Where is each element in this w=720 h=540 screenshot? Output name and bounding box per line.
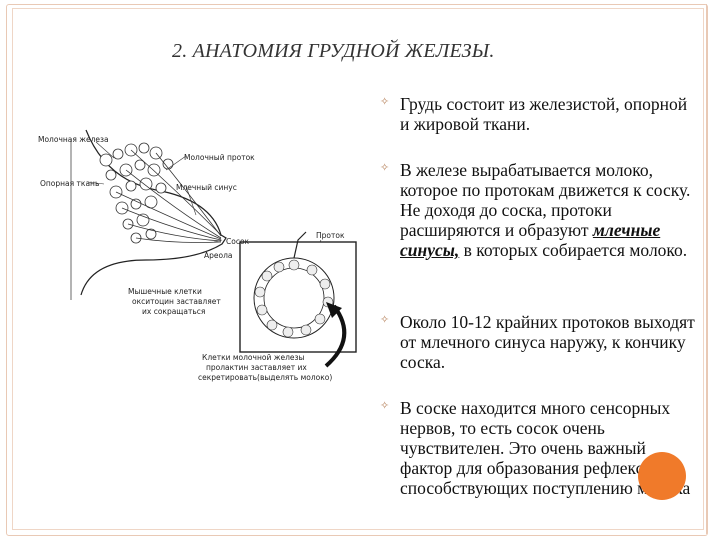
bullet-text: В железе вырабатывается молоко, которое …	[400, 160, 691, 240]
bullet-text: Около 10-12 крайних протоков выходят от …	[400, 312, 695, 372]
alveolus-cluster	[253, 231, 335, 339]
bullet-text-tail: в которых собирается молоко.	[459, 240, 688, 260]
label-support: Опорная ткань	[40, 179, 99, 188]
four-point-star-icon: ✧	[380, 96, 390, 108]
bullet-text: Грудь состоит из железистой, опорной и ж…	[400, 94, 688, 134]
four-point-star-icon: ✧	[380, 400, 390, 412]
breast-anatomy-diagram: Молочная железа Молочный проток Опорная …	[36, 120, 366, 400]
slide-frame-outer	[6, 4, 708, 536]
label-sinus: Млечный синус	[176, 183, 237, 192]
label-muscle-2: окситоцин заставляет	[132, 297, 221, 306]
arrow-head-icon	[326, 302, 342, 318]
label-duct2: Проток	[316, 231, 345, 240]
slide-title: 2. АНАТОМИЯ ГРУДНОЙ ЖЕЛЕЗЫ.	[172, 40, 495, 62]
gland-lobules	[99, 142, 174, 244]
bullet-item: ✧ В железе вырабатывается молоко, которо…	[380, 160, 700, 260]
label-muscle-3: их сокращаться	[142, 307, 205, 316]
four-point-star-icon: ✧	[380, 314, 390, 326]
label-gland: Молочная железа	[38, 135, 109, 144]
label-cells-3: секретировать(выделять молоко)	[198, 373, 332, 382]
bullet-item: ✧ Около 10-12 крайних протоков выходят о…	[380, 312, 700, 372]
four-point-star-icon: ✧	[380, 162, 390, 174]
orange-accent-circle	[638, 452, 686, 500]
bullet-text: В соске находится много сенсорных нервов…	[400, 398, 691, 498]
milk-ducts	[115, 149, 222, 243]
label-nipple: Сосок	[226, 237, 250, 246]
slide-frame-inner	[12, 8, 704, 530]
label-cells-1: Клетки молочной железы	[202, 353, 304, 362]
label-areola: Ареола	[204, 251, 232, 260]
bullet-item: ✧ В соске находится много сенсорных нерв…	[380, 398, 700, 498]
label-cells-2: пролактин заставляет их	[206, 363, 307, 372]
slide-edge-rule	[706, 4, 717, 534]
label-muscle-1: Мышечные клетки	[128, 287, 202, 296]
label-duct: Молочный проток	[184, 153, 255, 162]
bullet-item: ✧ Грудь состоит из железистой, опорной и…	[380, 94, 700, 134]
bullet-emphasis: млечные синусы,	[400, 220, 661, 260]
